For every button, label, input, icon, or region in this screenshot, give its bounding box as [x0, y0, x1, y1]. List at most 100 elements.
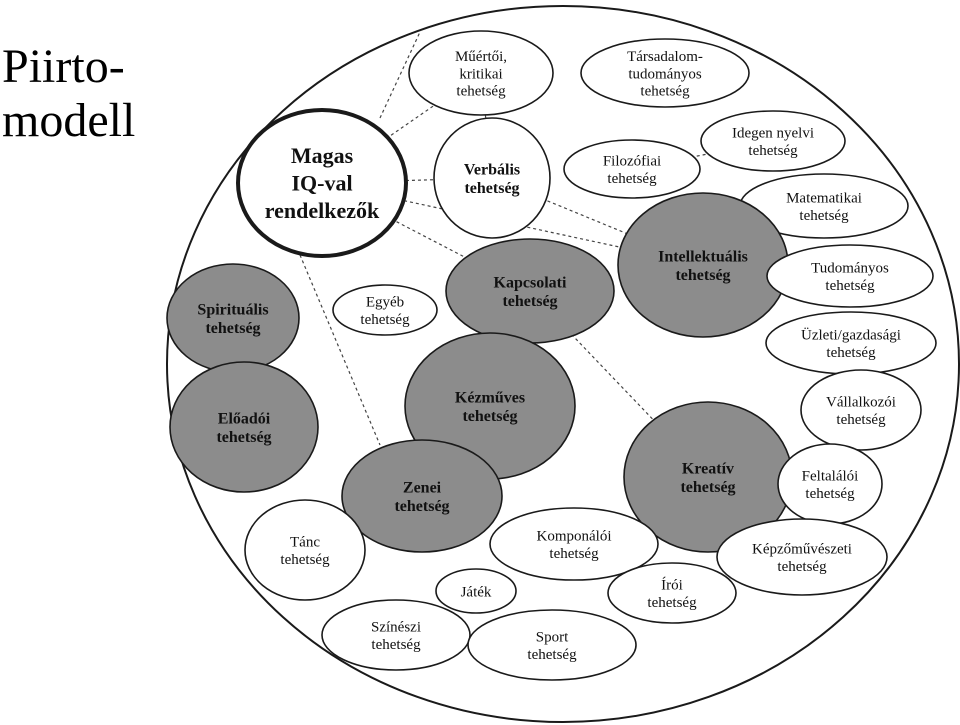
node-tanc-shape: [244, 499, 366, 601]
node-zenei-shape: [341, 439, 503, 553]
node-iroi-label-line: tehetség: [647, 595, 697, 611]
node-tarsadalomtudomanyos-label-line: tudományos: [628, 66, 701, 82]
node-intellektualis-label-line: tehetség: [675, 267, 730, 284]
node-filozofiai-shape: [563, 139, 701, 199]
node-eloadoi-label-line: tehetség: [216, 429, 271, 446]
node-eloadoi: Előadói tehetség: [169, 361, 319, 493]
node-tudomanyos-label-line: Tudományos: [811, 261, 889, 277]
node-kreativ: Kreatív tehetség: [623, 401, 793, 553]
node-tudomanyos-shape: [766, 244, 934, 308]
node-egyeb-shape: [332, 284, 438, 336]
node-uzleti-gazdasagi-label-line: tehetség: [826, 345, 876, 361]
node-egyeb-label-line: Egyéb: [366, 295, 404, 311]
node-kepzomuveszeti-label-line: Képzőművészeti: [752, 542, 852, 558]
node-feltalaloi-label-line: Feltalálói: [802, 469, 859, 485]
node-filozofiai-label-line: tehetség: [607, 171, 657, 187]
node-kezmuves-label-line: Kézműves: [455, 389, 525, 406]
node-eloadoi-shape: [169, 361, 319, 493]
node-idegen-nyelvi-shape: [700, 110, 846, 172]
node-kepzomuveszeti-label-line: tehetség: [777, 559, 827, 575]
node-jatek: Játék: [435, 568, 517, 614]
node-tudomanyos-label-line: tehetség: [825, 278, 875, 294]
node-kreativ-label-line: Kreatív: [682, 460, 734, 477]
node-magas-iq-shape: [236, 108, 408, 258]
node-iroi-label-line: Írói: [661, 577, 683, 594]
node-vallalkozoi-label-line: tehetség: [836, 412, 886, 428]
node-zenei: Zenei tehetség: [341, 439, 503, 553]
node-sport-label-line: tehetség: [527, 647, 577, 663]
node-szineszi-label-line: tehetség: [371, 637, 421, 653]
node-kapcsolati-label-line: tehetség: [502, 293, 557, 310]
node-zenei-label-line: Zenei: [403, 479, 442, 496]
node-magas-iq-label-line: IQ-val: [291, 171, 352, 196]
slide-title-line-2: modell: [2, 94, 136, 147]
node-kapcsolati: Kapcsolati tehetség: [445, 238, 615, 344]
connector-magas-iq-to-zenei: [299, 254, 381, 446]
node-tarsadalomtudomanyos-shape: [580, 38, 750, 108]
node-magas-iq-label-line: rendelkezők: [265, 198, 380, 223]
outer-boundary-circle: [166, 5, 960, 723]
node-muertoi-kritikai-shape: [408, 30, 554, 116]
node-egyeb-label-line: tehetség: [360, 312, 410, 328]
node-feltalaloi-label-line: tehetség: [805, 486, 855, 502]
slide-title-line-1: Piirto-: [2, 40, 125, 93]
node-komponaloi-shape: [489, 507, 659, 581]
node-magas-iq-label-line: Magas: [291, 143, 354, 168]
node-tanc-label-line: Tánc: [290, 535, 320, 551]
node-zenei-label: Zenei tehetség: [394, 479, 449, 514]
node-muertoi-kritikai-label-line: tehetség: [456, 84, 506, 100]
node-tarsadalomtudomanyos-label-line: Társadalom-: [627, 49, 703, 65]
node-spiritualis-label-line: tehetség: [205, 320, 260, 337]
node-kapcsolati-label-line: Kapcsolati: [494, 274, 567, 291]
node-eloadoi-label-line: Előadói: [218, 410, 271, 427]
node-intellektualis-label: Intellektuális tehetség: [658, 248, 748, 283]
node-kreativ-label: Kreatív tehetség: [680, 460, 735, 495]
slide-title: Piirto- modell: [2, 40, 162, 148]
node-kepzomuveszeti-shape: [716, 518, 888, 596]
node-uzleti-gazdasagi-label-line: Üzleti/gazdasági: [801, 327, 901, 344]
node-filozofiai-label-line: Filozófiai: [603, 154, 661, 170]
node-intellektualis: Intellektuális tehetség: [617, 192, 789, 338]
node-kapcsolati-label: Kapcsolati tehetség: [494, 274, 567, 309]
node-szineszi-shape: [321, 599, 471, 671]
node-matematikai-label-line: tehetség: [799, 208, 849, 224]
node-sport-label-line: Sport: [536, 630, 569, 646]
node-intellektualis-label-line: Intellektuális: [658, 248, 748, 265]
node-iroi-shape: [607, 562, 737, 624]
node-verbalis-shape: [433, 117, 551, 239]
node-muertoi-kritikai-label-line: kritikai: [459, 66, 502, 82]
node-komponaloi-label-line: Komponálói: [537, 529, 612, 545]
node-zenei-label-line: tehetség: [394, 498, 449, 515]
node-sport-shape: [467, 609, 637, 681]
node-verbalis-label-line: tehetség: [464, 180, 519, 197]
node-kreativ-label-line: tehetség: [680, 479, 735, 496]
